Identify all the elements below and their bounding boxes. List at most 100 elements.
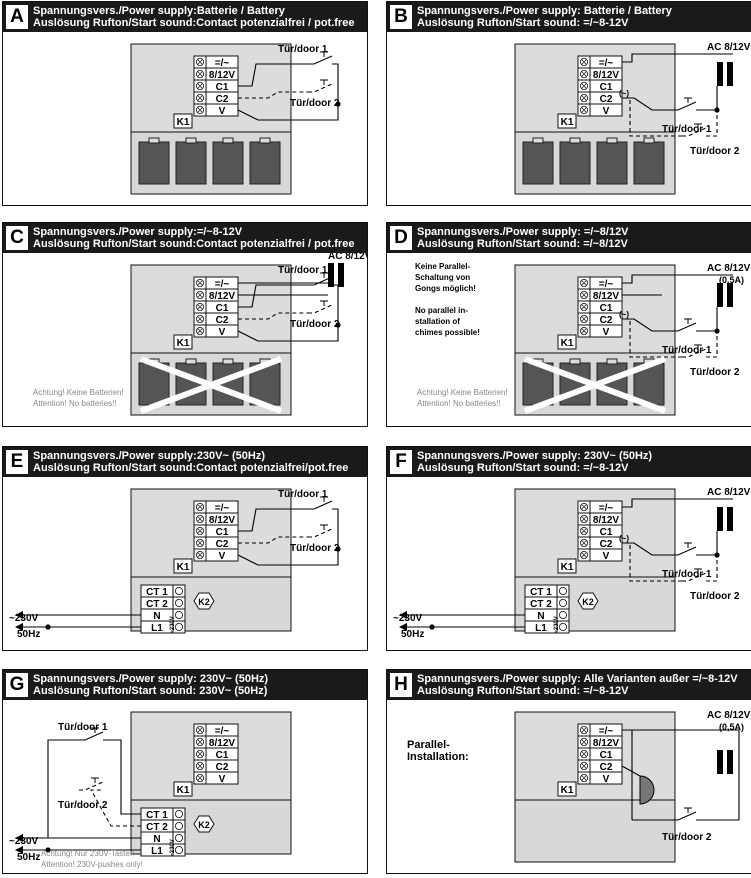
terminal230-screw-cell bbox=[556, 596, 570, 610]
wire bbox=[238, 91, 308, 99]
panel-letter: F bbox=[390, 450, 412, 474]
screw-icon bbox=[195, 303, 204, 312]
panel-g: G Spannungsvers./Power supply: 230V~ (50… bbox=[2, 669, 368, 874]
header-line-1: Spannungsvers./Power supply:=/~8-12V bbox=[33, 226, 243, 238]
screw-cross-icon bbox=[581, 775, 587, 781]
k2-label: K2 bbox=[198, 820, 210, 830]
screw-icon bbox=[195, 515, 204, 524]
tilde-label: (~) bbox=[619, 534, 629, 543]
screw-cross-icon bbox=[581, 292, 587, 298]
wire bbox=[238, 284, 308, 308]
screw-cross-icon bbox=[581, 528, 587, 534]
k2-hexagon-icon bbox=[193, 592, 215, 610]
screw-icon bbox=[579, 82, 588, 91]
battery-icon bbox=[522, 141, 554, 185]
screw-cross-icon bbox=[581, 328, 587, 334]
header-line-1: Spannungsvers./Power supply: 230V~ (50Hz… bbox=[33, 673, 269, 685]
wire bbox=[629, 545, 682, 582]
push-button-icon bbox=[684, 318, 692, 324]
screw-icon bbox=[579, 738, 588, 747]
panel-d: D Spannungsvers./Power supply: =/~8/12V … bbox=[386, 222, 751, 427]
terminal230-screw-cell bbox=[172, 596, 186, 610]
door-label: Tür/door 1 bbox=[278, 265, 328, 276]
wire bbox=[621, 765, 641, 777]
battery-icon bbox=[559, 141, 591, 185]
screw-icon bbox=[174, 610, 183, 619]
screw-icon bbox=[195, 82, 204, 91]
terminal-2-label: C1 bbox=[216, 82, 229, 93]
hz-label: 50Hz bbox=[17, 852, 40, 863]
screw-icon bbox=[579, 94, 588, 103]
transformer-icon bbox=[727, 62, 733, 86]
screw-cross-icon bbox=[197, 292, 203, 298]
screw-icon bbox=[579, 502, 588, 511]
wire bbox=[622, 53, 733, 63]
wire bbox=[706, 555, 718, 582]
terminal230-0-label: CT 1 bbox=[146, 810, 168, 821]
terminal-2-label: C1 bbox=[216, 750, 229, 761]
panel-a: A Spannungsvers./Power supply:Batterie /… bbox=[2, 1, 368, 206]
screw-icon bbox=[174, 587, 183, 596]
k1-box bbox=[557, 558, 577, 574]
push-button-icon bbox=[320, 272, 328, 278]
battery-icon bbox=[596, 141, 628, 185]
battery-terminal-icon bbox=[222, 358, 234, 365]
terminal230-1-label: CT 2 bbox=[530, 599, 552, 610]
screw-cross-icon bbox=[581, 304, 587, 310]
wire bbox=[696, 86, 718, 111]
screw-icon bbox=[579, 70, 588, 79]
terminal230-0-label: CT 1 bbox=[530, 587, 552, 598]
screw-icon bbox=[195, 70, 204, 79]
wire bbox=[706, 331, 718, 358]
screw-icon bbox=[195, 106, 204, 115]
header-line-2: Auslösung Rufton/Start sound: =/~8-12V bbox=[417, 462, 629, 474]
v230-label: ~230V bbox=[393, 613, 423, 624]
push-button-icon bbox=[91, 777, 99, 783]
screw-cross-icon bbox=[197, 304, 203, 310]
screw-cross-icon bbox=[197, 71, 203, 77]
screw-icon bbox=[579, 762, 588, 771]
battery-terminal-icon bbox=[148, 137, 160, 144]
push-button-icon bbox=[320, 496, 328, 502]
warning-text: Attention! 230V-pushes only! bbox=[41, 860, 143, 869]
wire bbox=[332, 63, 339, 104]
terminal-3-label: C2 bbox=[600, 315, 613, 326]
screw-cross-icon bbox=[581, 540, 587, 546]
panel-header: F Spannungsvers./Power supply: 230V~ (50… bbox=[387, 447, 751, 477]
door-label: Tür/door 1 bbox=[662, 569, 712, 580]
terminal-4-label: V bbox=[219, 106, 226, 117]
terminal230-screw-cell bbox=[172, 819, 186, 833]
battery-icon bbox=[249, 141, 281, 185]
battery-terminal-icon bbox=[569, 137, 581, 144]
screw-cross-icon bbox=[197, 280, 203, 286]
door-switch-contact bbox=[308, 55, 333, 65]
battery-terminal-icon bbox=[643, 137, 655, 144]
screw-icon bbox=[195, 278, 204, 287]
battery-icon bbox=[138, 141, 170, 185]
screw-icon bbox=[195, 527, 204, 536]
panel-letter: G bbox=[6, 673, 28, 697]
warning-text: Achtung! Nur 230V-Taster! bbox=[41, 849, 135, 858]
note-text: stallation of bbox=[415, 317, 460, 326]
transformer-icon bbox=[328, 263, 334, 287]
k1-label: K1 bbox=[177, 785, 190, 796]
screw-icon bbox=[558, 610, 567, 619]
push-button-icon bbox=[694, 568, 702, 574]
junction-dot bbox=[429, 624, 435, 630]
screw-icon bbox=[579, 278, 588, 287]
screw-icon bbox=[558, 587, 567, 596]
terminal-2-label: C1 bbox=[600, 527, 613, 538]
panel-letter: C bbox=[6, 226, 28, 250]
k1-box bbox=[557, 781, 577, 797]
note-text: No parallel in- bbox=[415, 306, 468, 315]
terminal-4-label: V bbox=[219, 774, 226, 785]
terminal-0-label: =/~ bbox=[215, 503, 230, 514]
door-switch-contact bbox=[308, 276, 333, 286]
k1-box bbox=[173, 781, 193, 797]
screw-icon bbox=[195, 738, 204, 747]
screw-cross-icon bbox=[581, 516, 587, 522]
battery-terminal-icon bbox=[185, 358, 197, 365]
terminal-3-label: C2 bbox=[216, 539, 229, 550]
